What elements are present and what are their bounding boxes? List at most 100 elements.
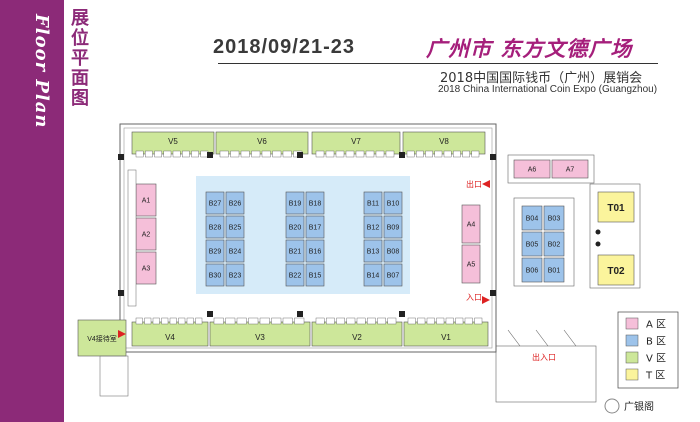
v-booth-seat bbox=[367, 317, 376, 325]
v-booth-seat bbox=[474, 317, 483, 325]
pillar bbox=[207, 311, 213, 317]
b-booth-B21-label: B21 bbox=[289, 249, 302, 256]
v-booth-seat bbox=[355, 150, 365, 158]
v-booth-seat bbox=[425, 150, 433, 158]
v-booth-seat bbox=[251, 150, 261, 158]
v-booth-seat bbox=[219, 150, 229, 158]
v4-side-room bbox=[99, 355, 129, 397]
v-booth-seat bbox=[213, 317, 224, 325]
hall-outer-wall bbox=[119, 123, 497, 353]
b-booth-B11-label: B11 bbox=[367, 201, 379, 208]
watermark-text: 广银阁 bbox=[624, 400, 654, 413]
t-booth-T02-box bbox=[597, 254, 635, 286]
v-booth-seat bbox=[272, 150, 282, 158]
t-booth-T01-label: T01 bbox=[607, 203, 625, 214]
exit-label: 出口 bbox=[466, 179, 482, 189]
v-booth-seat bbox=[200, 150, 209, 158]
v-booth-seat bbox=[169, 317, 177, 325]
a-booth-A5-box bbox=[461, 244, 481, 284]
b-booth-B28-box bbox=[205, 215, 225, 239]
b-booth-B18-box bbox=[305, 191, 325, 215]
b-booth-B29-label: B29 bbox=[209, 249, 222, 256]
v-booth-V3-label: V3 bbox=[255, 333, 265, 342]
v-booth-seat bbox=[464, 317, 473, 325]
b-booth-B06-label: B06 bbox=[526, 268, 539, 275]
v-booth-seat bbox=[282, 317, 293, 325]
a-booth-A2-label: A2 bbox=[142, 232, 151, 239]
v-booth-seat bbox=[417, 317, 426, 325]
v-booth-seat bbox=[365, 150, 375, 158]
left-corridor bbox=[127, 169, 137, 307]
v-booth-seat bbox=[345, 150, 355, 158]
b-booth-B26-label: B26 bbox=[229, 201, 242, 208]
v-booth-V1-label: V1 bbox=[441, 333, 451, 342]
v-booth-seat bbox=[236, 317, 247, 325]
b-booth-B03-box bbox=[543, 205, 565, 231]
a-booth-A7-label: A7 bbox=[566, 167, 575, 174]
pillar-dot bbox=[595, 241, 601, 247]
v-booth-seat bbox=[436, 317, 445, 325]
lobby-area bbox=[495, 345, 597, 403]
legend-label-3: T 区 bbox=[645, 370, 665, 382]
a-booth-A6-label: A6 bbox=[528, 167, 537, 174]
b-booth-B27-label: B27 bbox=[209, 201, 222, 208]
v-booth-V6-label: V6 bbox=[257, 137, 267, 146]
b-booth-B10-box bbox=[383, 191, 403, 215]
b-booth-B15-box bbox=[305, 263, 325, 287]
b-booth-B19-label: B19 bbox=[289, 201, 302, 208]
v-booth-V4-label: V4 bbox=[165, 333, 175, 342]
v-booth-seat bbox=[426, 317, 435, 325]
b-booth-B01-label: B01 bbox=[548, 268, 561, 275]
v-booth-seat bbox=[282, 150, 292, 158]
pillar-dot bbox=[595, 229, 601, 235]
b-booth-B02-box bbox=[543, 231, 565, 257]
v-booth-seat bbox=[172, 150, 181, 158]
legend-swatch-1 bbox=[625, 334, 639, 347]
v-booth-seat bbox=[261, 150, 271, 158]
v-booth-seat bbox=[195, 317, 203, 325]
sidebar-title-en: Floor Plan bbox=[31, 14, 52, 129]
a-booth-A5-label: A5 bbox=[467, 262, 476, 269]
v4-entrance-arrow bbox=[118, 330, 126, 338]
expo-title-cn: 2018中国国际钱币（广州）展销会 bbox=[440, 71, 643, 86]
v-booth-seat bbox=[191, 150, 199, 158]
v-booth-seat bbox=[336, 317, 345, 325]
b-booth-B28-label: B28 bbox=[209, 225, 222, 232]
b-booth-B29-box bbox=[205, 239, 225, 263]
legend-swatch-2 bbox=[625, 351, 639, 364]
legend-label-0: A 区 bbox=[646, 319, 666, 331]
v-booth-seat bbox=[163, 150, 172, 158]
b-booth-B24-label: B24 bbox=[229, 249, 242, 256]
b-booth-B23-label: B23 bbox=[229, 273, 242, 280]
exit-entrance-label: 出入口 bbox=[532, 352, 556, 362]
v-booth-V2-label: V2 bbox=[352, 333, 362, 342]
a-booth-A1-label: A1 bbox=[142, 198, 151, 205]
b-booth-B08-label: B08 bbox=[387, 249, 400, 256]
b-booth-B15-label: B15 bbox=[309, 273, 322, 280]
b-booth-B21-box bbox=[285, 239, 305, 263]
b-booth-B12-label: B12 bbox=[367, 225, 380, 232]
a-booth-A3-label: A3 bbox=[142, 266, 151, 273]
b-booth-B22-box bbox=[285, 263, 305, 287]
pillar bbox=[118, 290, 124, 296]
right-b-enclosure bbox=[513, 197, 575, 287]
a-booth-A6-box bbox=[513, 159, 551, 179]
b-booth-B30-label: B30 bbox=[209, 273, 222, 280]
v-booth-seat bbox=[445, 317, 454, 325]
v-booth-V2-box bbox=[311, 321, 403, 347]
b-booth-B20-box bbox=[285, 215, 305, 239]
entrance-label: 入口 bbox=[466, 293, 482, 302]
v-booth-seat bbox=[152, 317, 160, 325]
v-booth-seat bbox=[416, 150, 424, 158]
b-booth-B13-box bbox=[363, 239, 383, 263]
v4-reception-room-label: V4接待室 bbox=[87, 334, 117, 343]
v-booth-seat bbox=[182, 150, 190, 158]
entrance-doors bbox=[507, 329, 577, 347]
pillar bbox=[399, 311, 405, 317]
exit-arrow bbox=[482, 180, 490, 188]
hall-inner-wall bbox=[123, 127, 493, 349]
v-booth-seat bbox=[377, 317, 386, 325]
b-booth-B05-label: B05 bbox=[526, 242, 539, 249]
